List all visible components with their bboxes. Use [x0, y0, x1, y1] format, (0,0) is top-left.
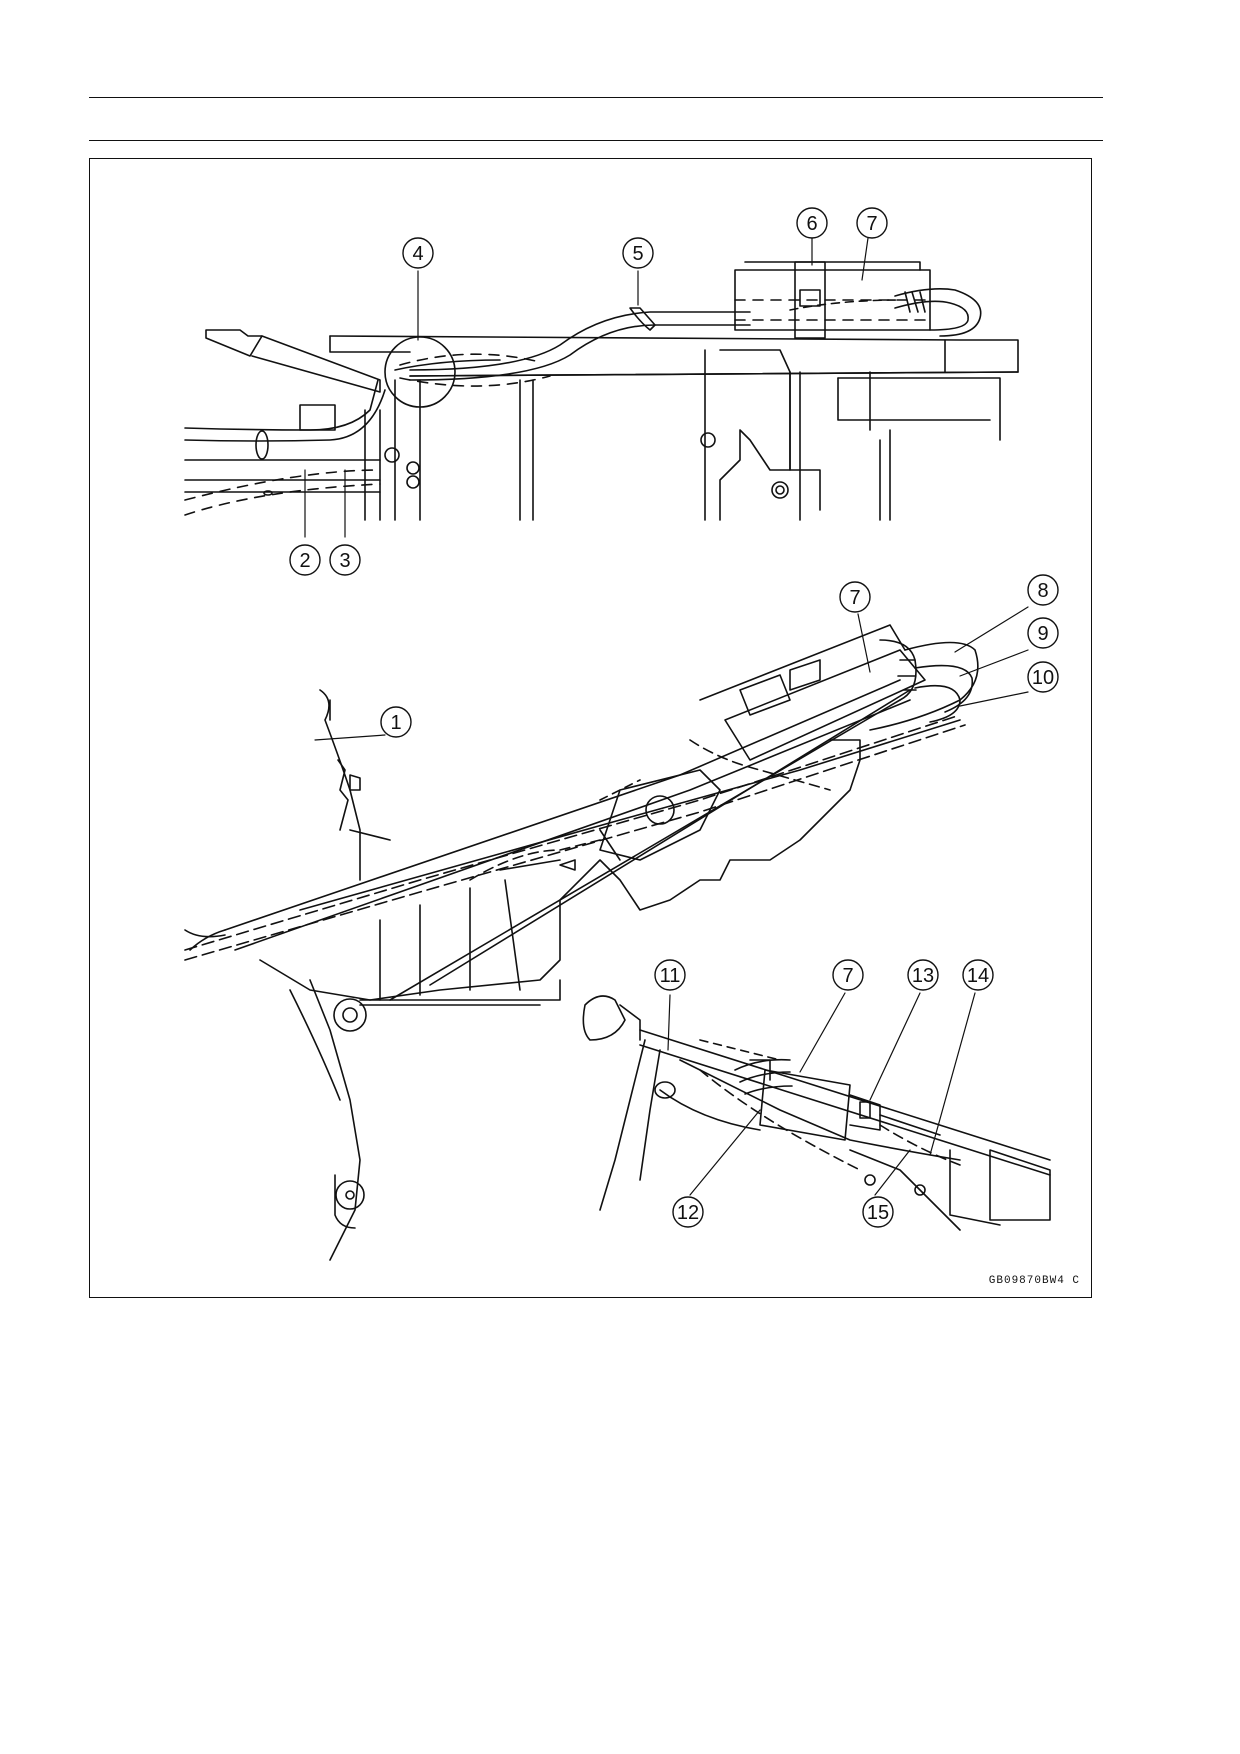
- callout-10: 10: [1027, 661, 1059, 693]
- callout-5: 5: [622, 237, 654, 269]
- callout-7-top-label: 7: [866, 213, 877, 235]
- side-view: [184, 624, 979, 1261]
- callout-14-label: 14: [967, 965, 989, 987]
- callout-15-label: 15: [867, 1202, 889, 1224]
- callout-5-label: 5: [632, 243, 643, 265]
- callout-13: 13: [907, 959, 939, 991]
- callout-15: 15: [862, 1196, 894, 1228]
- callout-9-label: 9: [1037, 623, 1048, 645]
- top-view: [184, 261, 1019, 521]
- callout-1: 1: [380, 706, 412, 738]
- callout-leaders: [304, 237, 1029, 1196]
- figure-frame: [89, 158, 1092, 1298]
- callout-9: 9: [1027, 617, 1059, 649]
- callout-3-label: 3: [339, 550, 350, 572]
- callout-10-label: 10: [1032, 667, 1054, 689]
- detail-view: [582, 995, 1051, 1231]
- callout-13-label: 13: [912, 965, 934, 987]
- callout-2-label: 2: [299, 550, 310, 572]
- callout-3: 3: [329, 544, 361, 576]
- header-rule-top: [89, 97, 1103, 98]
- callout-12: 12: [672, 1196, 704, 1228]
- callout-4: 4: [402, 237, 434, 269]
- header-rule-bottom: [89, 140, 1103, 141]
- callouts: 1 2 3 4 5 6 7 7 7 8 9 10 11 12 13 14 15: [289, 207, 1059, 1228]
- callout-8: 8: [1027, 574, 1059, 606]
- callout-6: 6: [796, 207, 828, 239]
- callout-1-label: 1: [390, 712, 401, 734]
- callout-8-label: 8: [1037, 580, 1048, 602]
- callout-7-top: 7: [856, 207, 888, 239]
- callout-2: 2: [289, 544, 321, 576]
- callout-7-mid-label: 7: [849, 587, 860, 609]
- callout-11-label: 11: [660, 965, 681, 987]
- callout-11: 11: [654, 959, 686, 991]
- callout-7-low: 7: [832, 959, 864, 991]
- figure-code: GB09870BW4 C: [989, 1275, 1080, 1287]
- callout-7-mid: 7: [839, 581, 871, 613]
- callout-6-label: 6: [806, 213, 817, 235]
- callout-4-label: 4: [412, 243, 423, 265]
- callout-7-low-label: 7: [842, 965, 853, 987]
- callout-12-label: 12: [677, 1202, 699, 1224]
- callout-14: 14: [962, 959, 994, 991]
